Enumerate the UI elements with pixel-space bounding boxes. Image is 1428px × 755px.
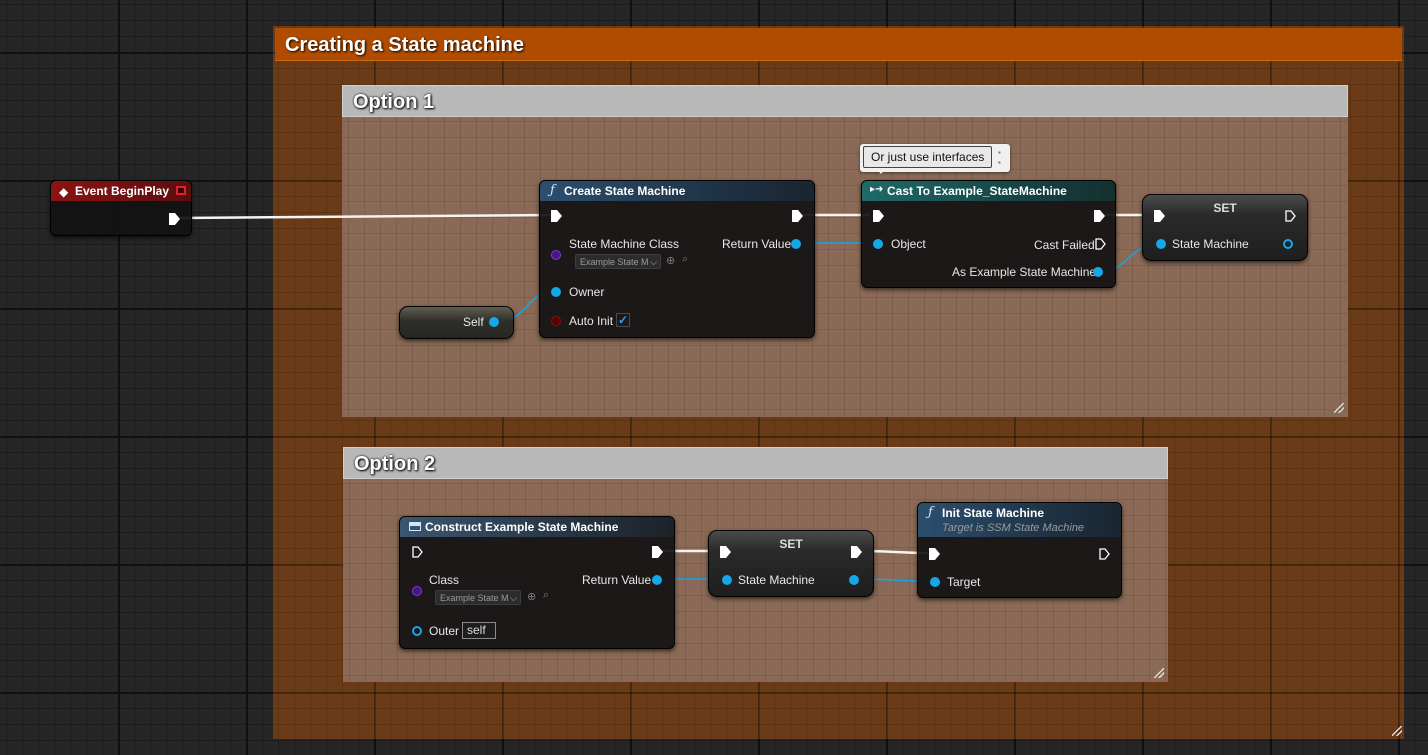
return-value-label: Return Value [722,237,792,251]
option1-title-bar[interactable]: Option 1 [342,85,1348,117]
set-node-title: SET [779,537,803,551]
cast-failed-exec-pin[interactable] [1095,238,1106,250]
function-node-header [540,181,814,201]
state-machine-out-pin[interactable] [1283,239,1293,249]
return-value-pin[interactable] [652,575,662,585]
state-machine-label: State Machine [738,573,815,587]
exec-out-pin[interactable] [169,213,180,225]
set-node-title: SET [1213,201,1237,215]
outer-resize-handle[interactable] [1392,726,1402,736]
state-machine-class-label: State Machine Class [569,237,680,251]
class-dropdown-value: Example State M [440,593,509,603]
create-node-title: Create State Machine [564,184,686,198]
exec-in-pin[interactable] [873,210,884,222]
target-pin[interactable] [930,577,940,587]
set-node-option2[interactable]: SET State Machine [708,530,874,597]
as-example-label: As Example State Machine [952,265,1097,279]
self-node[interactable]: Self [399,306,514,339]
object-label: Object [891,237,926,251]
function-icon: ƒ [928,505,933,520]
event-beginplay-node[interactable]: ◆ Event BeginPlay [50,180,192,236]
self-label: Self [463,315,484,329]
outer-comment-title: Creating a State machine [285,34,524,56]
self-pin[interactable] [489,317,499,327]
state-machine-label: State Machine [1172,237,1249,251]
class-dropdown[interactable]: Example State M⌵ [575,254,661,269]
as-example-pin[interactable] [1093,267,1103,277]
init-node-header [918,503,1121,537]
create-state-machine-node[interactable]: ƒ Create State Machine State Machine Cla… [539,180,815,338]
pin-comment-icon[interactable]: ▪ [998,148,1001,157]
construct-node-title: Construct Example State Machine [425,520,619,534]
exec-in-pin[interactable] [929,548,940,560]
exec-out-pin[interactable] [792,210,803,222]
state-machine-in-pin[interactable] [722,575,732,585]
event-diamond-icon: ◆ [59,185,69,199]
delegate-pin-icon[interactable] [176,186,186,195]
target-label: Target [947,575,981,589]
option2-resize-handle[interactable] [1154,668,1164,678]
exec-out-pin[interactable] [1285,210,1296,222]
auto-init-label: Auto Init [569,314,614,328]
outer-pin[interactable] [412,626,422,636]
object-pin[interactable] [873,239,883,249]
exec-in-pin[interactable] [412,546,423,558]
option1-resize-handle[interactable] [1334,403,1344,413]
class-dropdown[interactable]: Example State M⌵ [435,590,521,605]
cast-node-header [862,181,1115,201]
outer-comment-title-bar[interactable]: Creating a State machine [275,28,1402,61]
construct-node[interactable]: Construct Example State Machine Class Ex… [399,516,675,649]
node-comment-text[interactable]: Or just use interfaces [863,146,993,168]
owner-label: Owner [569,285,605,299]
exec-out-pin[interactable] [1099,548,1110,560]
browse-search-icon[interactable]: ⌕ [682,253,689,265]
auto-init-pin[interactable] [551,316,561,326]
class-pin[interactable] [551,250,561,260]
set-node-option1[interactable]: SET State Machine [1142,194,1308,261]
option2-title-bar[interactable]: Option 2 [343,447,1168,479]
exec-in-pin[interactable] [551,210,562,222]
return-value-pin[interactable] [791,239,801,249]
class-label: Class [429,573,460,587]
init-state-machine-node[interactable]: ƒ Init State Machine Target is SSM State… [917,502,1122,598]
use-selected-icon[interactable]: ⊕ [666,255,676,267]
state-machine-in-pin[interactable] [1156,239,1166,249]
return-value-label: Return Value [582,573,652,587]
outer-label: Outer [429,624,460,638]
init-node-title: Init State Machine [942,506,1045,520]
exec-out-pin[interactable] [1094,210,1105,222]
class-pin[interactable] [412,586,422,596]
auto-init-checkbox[interactable]: ✓ [616,313,630,327]
option1-title: Option 1 [353,91,435,113]
option2-title: Option 2 [354,453,436,475]
cast-failed-label: Cast Failed [1034,238,1095,252]
exec-in-pin[interactable] [1154,210,1165,222]
cast-icon: ▸➜ [870,184,884,195]
function-icon: ƒ [550,183,555,198]
exec-in-pin[interactable] [720,546,731,558]
event-node-title: Event BeginPlay [75,184,170,198]
exec-out-pin[interactable] [652,546,663,558]
chevron-down-icon: ⌵ [510,593,517,603]
use-selected-icon[interactable]: ⊕ [527,591,537,603]
collapse-comment-icon[interactable]: ▪ [998,158,1001,167]
exec-out-pin[interactable] [851,546,862,558]
construct-icon [409,522,421,531]
class-dropdown-value: Example State M [580,257,649,267]
bubble-pointer [876,168,886,174]
owner-pin[interactable] [551,287,561,297]
init-node-subtitle: Target is SSM State Machine [942,522,1085,534]
chevron-down-icon: ⌵ [650,257,657,267]
cast-node[interactable]: ▸➜ Cast To Example_StateMachine Object C… [861,180,1116,288]
construct-node-header [400,517,674,537]
cast-node-title: Cast To Example_StateMachine [887,184,1067,198]
event-node-header [51,181,191,201]
state-machine-out-pin[interactable] [849,575,859,585]
outer-value-field[interactable]: self [462,622,496,639]
browse-search-icon[interactable]: ⌕ [543,589,550,601]
